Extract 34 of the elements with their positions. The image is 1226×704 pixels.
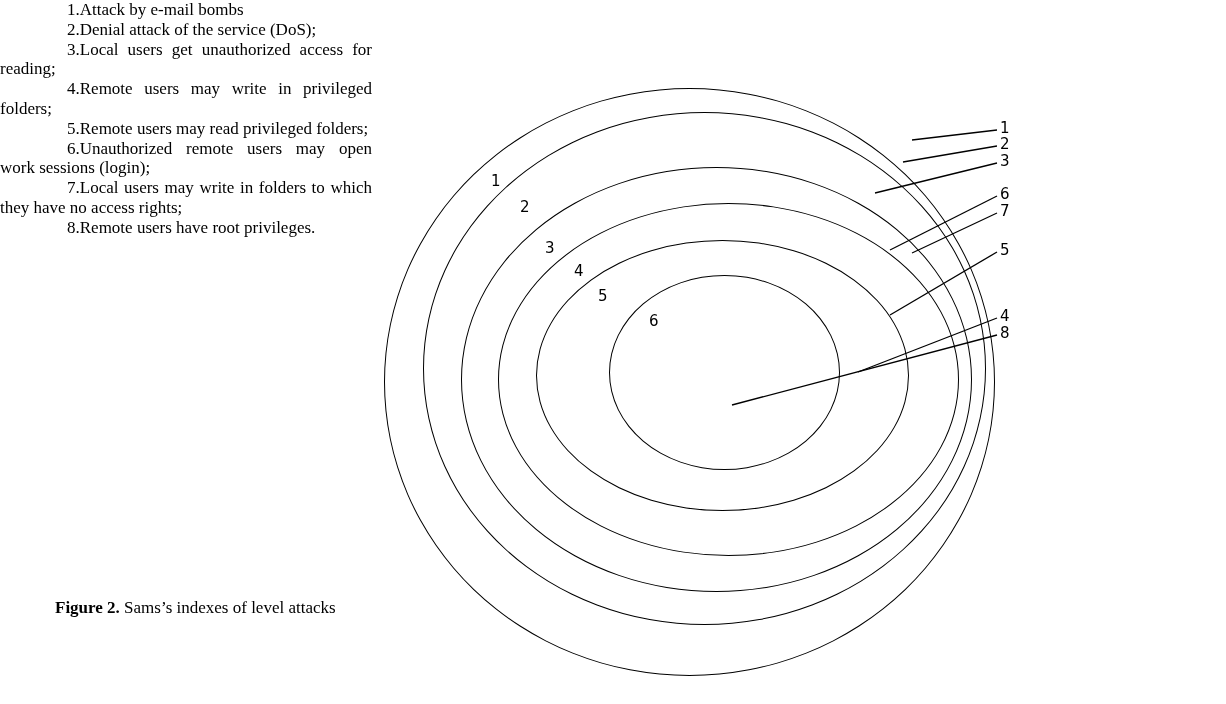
list-item: 5.Remote users may read privileged folders; xyxy=(66,118,370,139)
callout-number: 3 xyxy=(1000,153,1010,169)
list-item: 7.Local users may write in folders to which they have no access rights; xyxy=(0,178,372,218)
list-item: 6.Unauthorized remote users may open work sessions (login); xyxy=(0,138,372,179)
ring xyxy=(609,275,840,470)
ring-number: 6 xyxy=(649,313,659,329)
leader-line xyxy=(889,195,998,251)
ring-number: 5 xyxy=(598,288,608,304)
leader-line xyxy=(731,334,998,406)
leader-line xyxy=(902,145,998,163)
ring-number: 4 xyxy=(574,263,584,279)
list-item: 8.Remote users have root privileges. xyxy=(66,217,317,238)
leader-line xyxy=(874,162,998,194)
callout-number: 5 xyxy=(1000,242,1010,258)
ring xyxy=(461,167,972,592)
ring-number: 2 xyxy=(520,199,530,215)
list-item: 3.Local users get unauthorized access for reading; xyxy=(0,39,372,80)
leader-line xyxy=(911,129,998,141)
ring-number: 1 xyxy=(491,173,501,189)
callout-number: 2 xyxy=(1000,136,1010,152)
ring xyxy=(423,112,986,625)
callout-number: 1 xyxy=(1000,120,1010,136)
leader-line xyxy=(911,212,998,254)
callout-number: 7 xyxy=(1000,203,1010,219)
ring-number: 3 xyxy=(545,240,555,256)
list-item: 2.Denial attack of the service (DoS); xyxy=(66,19,318,40)
figure-caption: Figure 2. Sams’s indexes of level attacks xyxy=(55,598,337,618)
callout-number: 4 xyxy=(1000,308,1010,324)
callout-number: 8 xyxy=(1000,325,1010,341)
leader-line xyxy=(889,251,998,316)
ring xyxy=(536,240,909,511)
callout-number: 6 xyxy=(1000,186,1010,202)
list-item: 4.Remote users may write in privileged folders; xyxy=(0,79,372,119)
list-item: 1.Attack by e-mail bombs xyxy=(66,0,245,20)
